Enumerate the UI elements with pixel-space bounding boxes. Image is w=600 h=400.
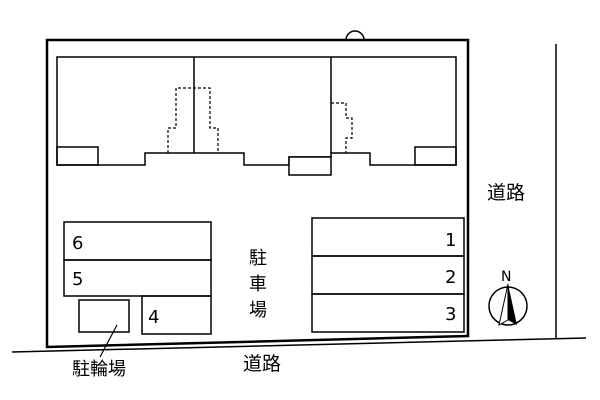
parking-label-char-1: 駐 xyxy=(249,248,267,269)
parking-space-6-label: 6 xyxy=(72,233,83,254)
parking-space-2-label: 2 xyxy=(445,267,456,288)
road-south-label: 道路 xyxy=(243,353,281,375)
parking-space-1 xyxy=(311,217,465,257)
stair-dashed-right xyxy=(331,102,353,153)
stair-dashed-center xyxy=(167,87,219,153)
parking-space-4 xyxy=(141,295,212,335)
road-south-edge xyxy=(11,337,587,353)
parking-space-1-label: 1 xyxy=(445,230,456,251)
parking-label-char-3: 場 xyxy=(249,300,267,321)
north-arrow-icon xyxy=(488,283,528,326)
parking-space-5 xyxy=(63,259,212,297)
bicycle-parking-label: 駐輪場 xyxy=(72,359,126,380)
parking-space-2 xyxy=(311,255,465,295)
building-box-left xyxy=(56,146,99,166)
parking-space-3 xyxy=(311,293,465,333)
bicycle-parking-area xyxy=(78,299,130,333)
parking-space-6 xyxy=(63,221,212,261)
bicycle-parking-leader xyxy=(99,324,118,358)
parking-space-4-label: 4 xyxy=(148,307,159,328)
building-box-center xyxy=(288,156,332,176)
north-label: N xyxy=(501,269,511,285)
parking-space-3-label: 3 xyxy=(445,304,456,325)
building-outline xyxy=(56,56,457,166)
entrance-arc xyxy=(345,30,365,41)
parking-space-5-label: 5 xyxy=(72,269,83,290)
building-box-right xyxy=(414,146,457,166)
parking-label-char-2: 車 xyxy=(249,274,267,295)
road-east-label: 道路 xyxy=(487,182,525,204)
property-boundary xyxy=(45,38,470,349)
